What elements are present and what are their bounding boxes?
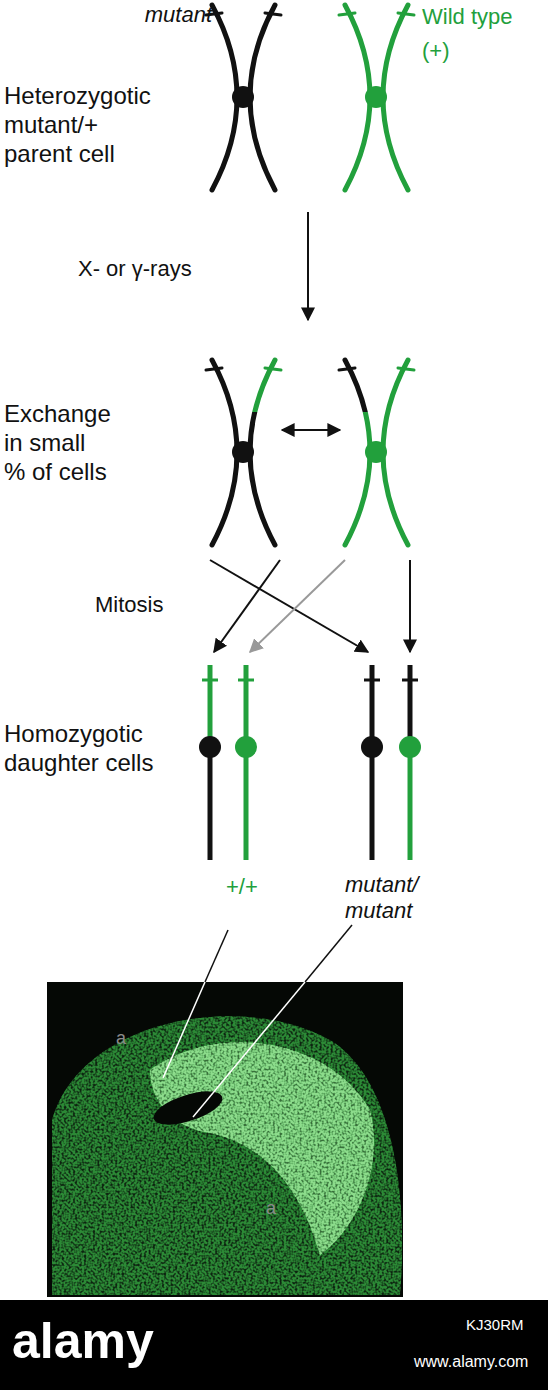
centromere — [232, 86, 254, 108]
image-mark: a — [266, 1198, 286, 1220]
allele-label: (+) — [422, 38, 482, 64]
stage-label: Homozygotic daughter cells — [4, 720, 159, 778]
stage-label: Mitosis — [95, 592, 195, 618]
centromere — [365, 86, 387, 108]
allele-label: Wild type — [422, 4, 548, 30]
micrograph — [47, 982, 403, 1297]
watermark: www.alamy.com — [414, 1352, 548, 1371]
genotype-label: mutant/ mutant — [345, 872, 435, 925]
stage-label: Heterozygotic mutant/+ parent cell — [4, 82, 169, 168]
centromere — [235, 736, 257, 758]
image-mark: a — [116, 1028, 136, 1050]
exchange-chromosomes — [206, 360, 414, 545]
watermark-band — [0, 1300, 548, 1390]
centromere — [361, 736, 383, 758]
centromere — [365, 441, 387, 463]
segregation-lines — [210, 560, 410, 652]
allele-label: mutant — [120, 2, 212, 28]
centromere — [232, 441, 254, 463]
stage-label: Exchange in small % of cells — [4, 400, 112, 486]
daughter-chromosomes — [202, 665, 418, 860]
watermark: KJ30RM — [466, 1316, 546, 1334]
exchange-arrow — [282, 429, 340, 431]
centromere — [199, 736, 221, 758]
treatment-label: X- or γ-rays — [78, 256, 238, 282]
process-arrow — [307, 212, 309, 320]
leader-lines — [163, 925, 352, 1117]
watermark: alamy — [12, 1316, 212, 1366]
genotype-label: +/+ — [226, 874, 286, 900]
centromere — [399, 736, 421, 758]
parent-chromosomes — [206, 5, 414, 190]
